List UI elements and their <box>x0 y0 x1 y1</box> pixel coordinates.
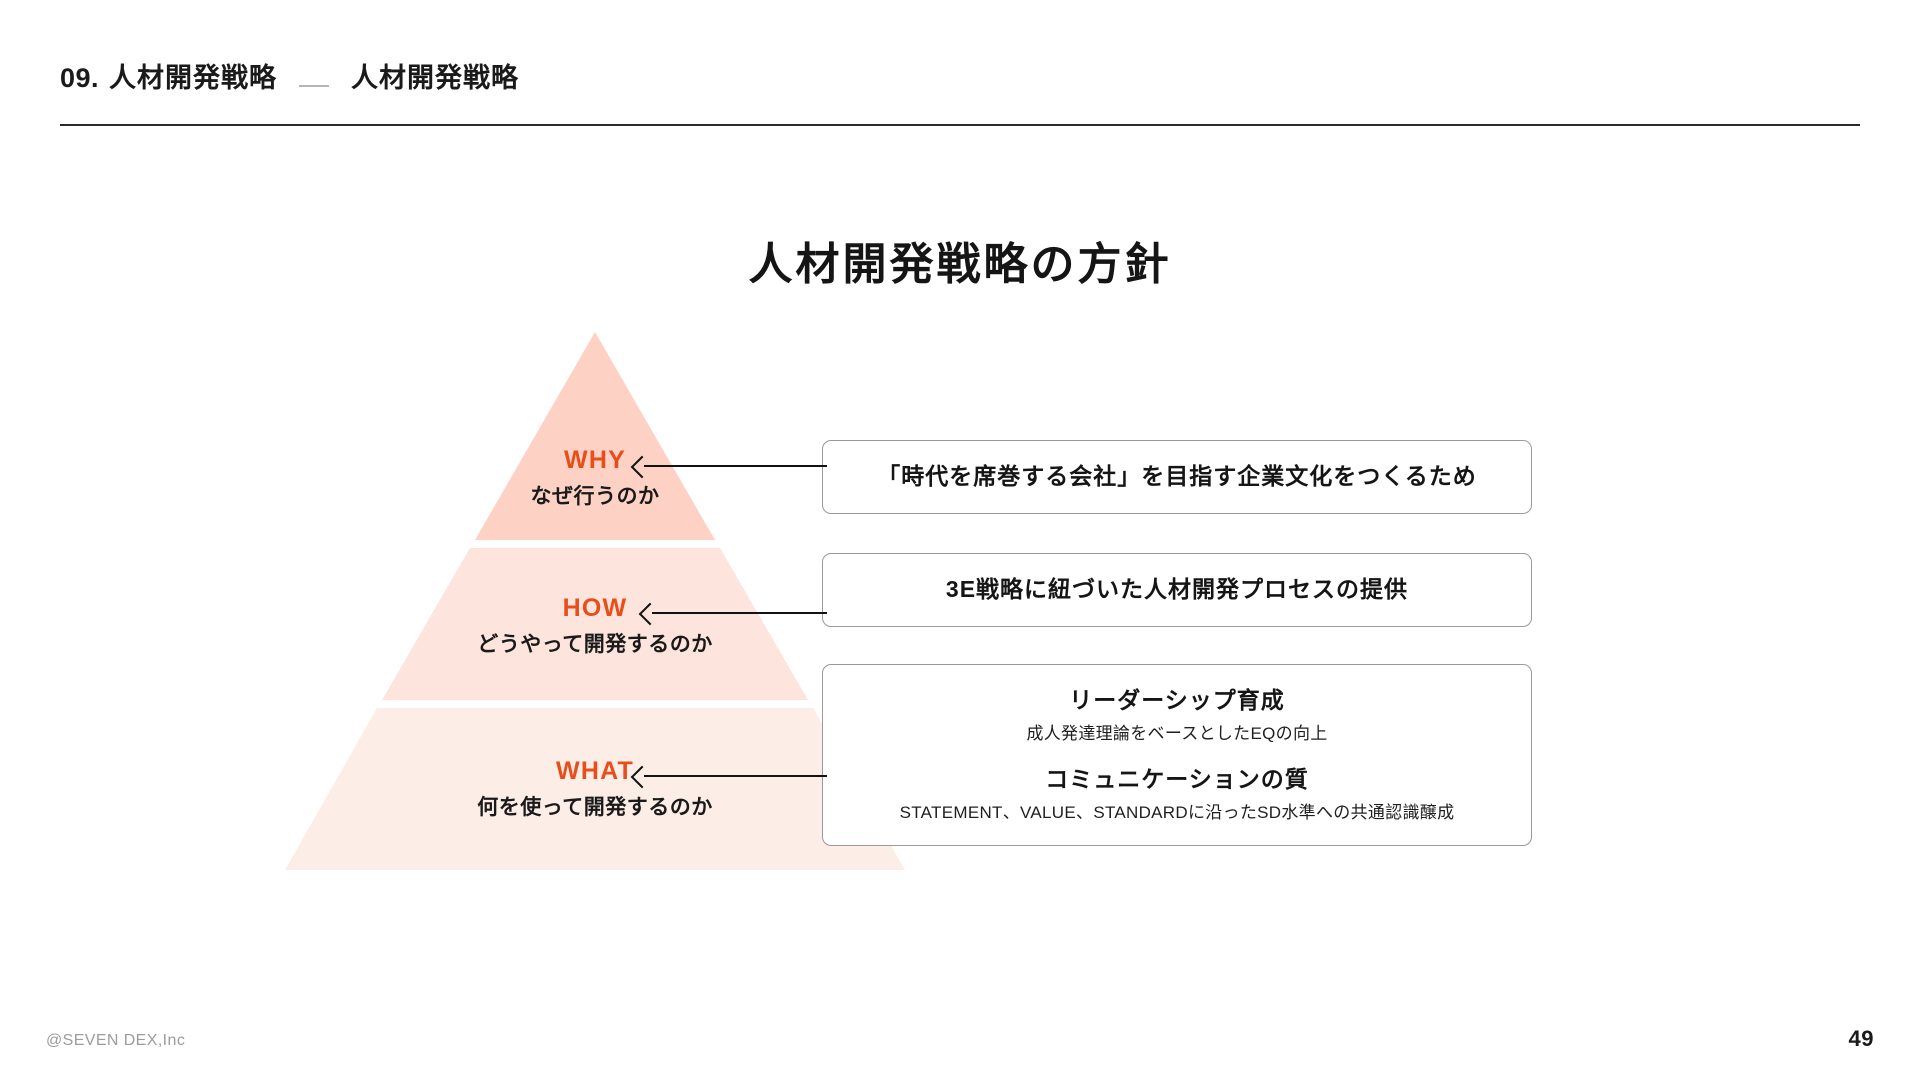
arrow-left-icon-why <box>630 455 827 479</box>
pyramid-label-why: WHY なぜ行うのか <box>285 446 905 508</box>
callout-what-item: コミュニケーションの質 STATEMENT、VALUE、STANDARDに沿った… <box>900 766 1455 823</box>
pyramid-key-why: WHY <box>564 446 626 474</box>
pyramid-tier-what <box>285 708 905 870</box>
header-section-title: 人材開発戦略 <box>351 63 520 93</box>
callout-how-text: 3E戦略に紐づいた人材開発プロセスの提供 <box>945 576 1409 603</box>
slide-header: 09. 人材開発戦略 人材開発戦略 <box>60 56 1860 118</box>
footer-copyright: @SEVEN DEX,Inc <box>46 1032 186 1049</box>
callout-what-item-desc: 成人発達理論をベースとしたEQの向上 <box>1026 723 1328 743</box>
callout-box-how: 3E戦略に紐づいた人材開発プロセスの提供 <box>822 553 1532 627</box>
header-chapter-title: 人材開発戦略 <box>109 63 278 93</box>
arrow-shaft <box>644 775 827 777</box>
callout-what-item-title: リーダーシップ育成 <box>1069 687 1285 714</box>
arrow-shaft <box>652 612 827 614</box>
page-number: 49 <box>1848 1026 1874 1051</box>
callout-why-text: 「時代を席巻する会社」を目指す企業文化をつくるため <box>877 463 1477 490</box>
arrow-left-icon-how <box>638 602 827 626</box>
pyramid-key-what: WHAT <box>556 757 634 785</box>
pyramid-diagram: WHY なぜ行うのか HOW どうやって開発するのか WHAT 何を使って開発す… <box>285 332 905 870</box>
arrow-shaft <box>644 465 827 467</box>
callout-box-what: リーダーシップ育成 成人発達理論をベースとしたEQの向上 コミュニケーションの質… <box>822 664 1532 846</box>
pyramid-tier-why <box>285 332 905 540</box>
header-divider-dash <box>299 85 330 87</box>
pyramid-label-how: HOW どうやって開発するのか <box>285 594 905 656</box>
pyramid-tier-why-shape <box>475 332 715 540</box>
arrow-head <box>638 602 662 626</box>
callout-what-item-title: コミュニケーションの質 <box>1045 766 1309 792</box>
pyramid-sub-why: なぜ行うのか <box>530 485 660 508</box>
callout-box-why: 「時代を席巻する会社」を目指す企業文化をつくるため <box>822 440 1532 514</box>
pyramid-key-how: HOW <box>562 594 628 622</box>
header-section-number: 09. <box>60 63 100 93</box>
pyramid-sub-how: どうやって開発するのか <box>477 633 713 656</box>
breadcrumb: 09. 人材開発戦略 人材開発戦略 <box>60 56 1860 100</box>
page-title: 人材開発戦略の方針 <box>748 240 1172 289</box>
pyramid-label-what: WHAT 何を使って開発するのか <box>285 757 905 819</box>
callout-what-item: リーダーシップ育成 成人発達理論をベースとしたEQの向上 <box>1026 687 1327 744</box>
callout-what-item-desc: STATEMENT、VALUE、STANDARDに沿ったSD水準への共通認識醸成 <box>899 802 1455 822</box>
pyramid-tier-how <box>285 548 905 700</box>
pyramid-tier-what-shape <box>285 708 905 870</box>
pyramid-sub-what: 何を使って開発するのか <box>477 796 713 819</box>
arrow-left-icon-what <box>630 765 827 789</box>
arrow-head <box>630 765 654 789</box>
arrow-head <box>630 455 654 479</box>
pyramid-tier-how-shape <box>382 548 808 700</box>
header-rule <box>60 124 1860 126</box>
